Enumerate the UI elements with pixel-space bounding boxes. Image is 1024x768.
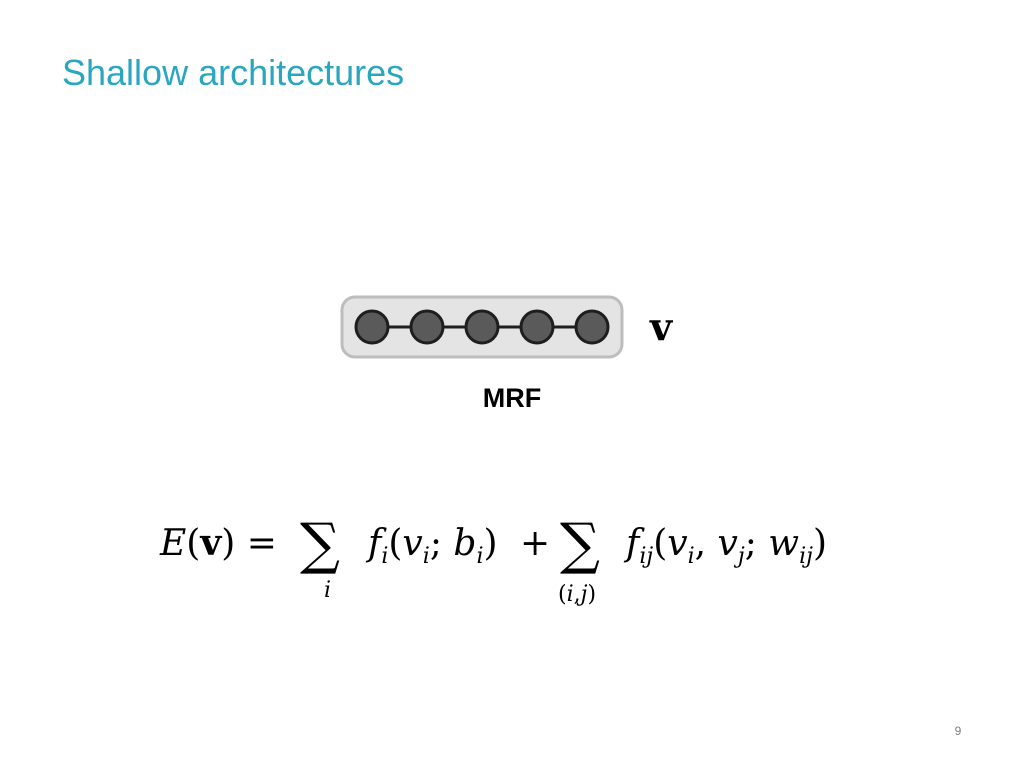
plus-sign: + [520, 523, 550, 564]
energy-equation: E(v) = ∑ i fi(vi; bi) + ∑ (i,j) fij(vi, … [159, 512, 827, 607]
layer-label-v: v [649, 304, 674, 349]
diagram-caption: MRF [482, 383, 542, 413]
node-chain [354, 309, 610, 345]
unary-term: fi(vi; bi) [365, 523, 498, 569]
slide-title: Shallow architectures [62, 52, 405, 93]
page-number: 9 [954, 724, 962, 738]
sum2-index: (i,j) [558, 582, 596, 607]
equation-lhs: E(v) = [159, 522, 277, 564]
node-5 [574, 309, 610, 345]
sum-symbol-1: ∑ [300, 512, 340, 577]
node-1 [354, 309, 390, 345]
sum1-index: i [324, 578, 331, 603]
node-3 [464, 309, 500, 345]
node-2 [409, 309, 445, 345]
pairwise-term: fij(vi, vj; wij) [623, 523, 827, 569]
sum-symbol-2: ∑ [560, 512, 600, 577]
node-4 [519, 309, 555, 345]
mrf-diagram: v [340, 295, 674, 359]
